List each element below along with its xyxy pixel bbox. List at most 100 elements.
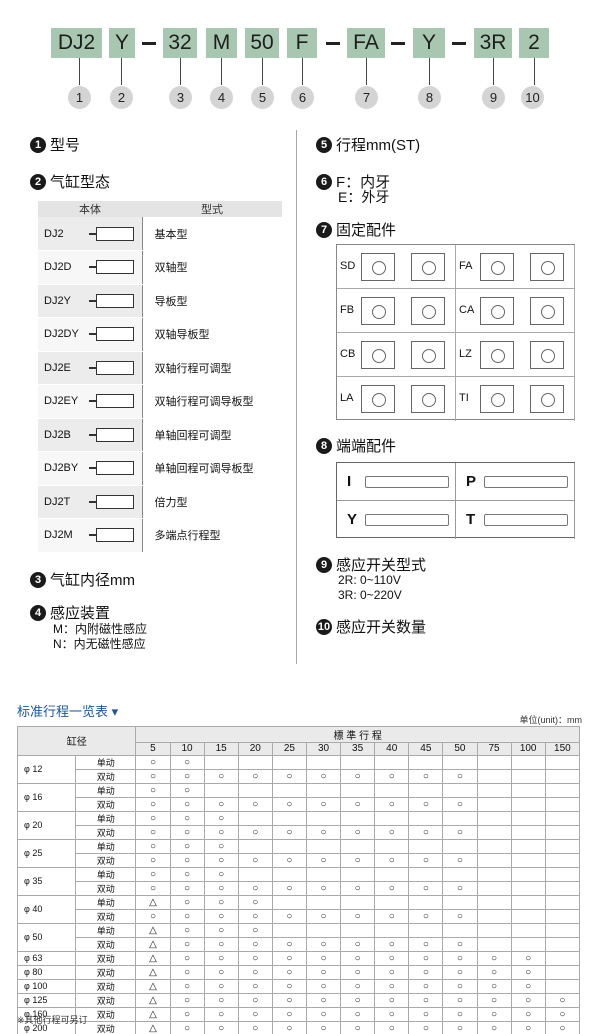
mark-cell [374, 894, 410, 910]
stroke-col: 45 [408, 742, 444, 756]
mark-cell: ○ [203, 810, 239, 826]
stroke-table-title[interactable]: 标准行程一览表 ▾ [17, 704, 119, 719]
cylinder-icon [88, 293, 134, 308]
action-cell: 双动 [75, 796, 137, 812]
table-row: 双动○○○○○○○○○○ [18, 908, 581, 924]
mark-cell: ○ [442, 768, 478, 784]
sensor-option-m: M：内附磁性感应 [53, 622, 147, 636]
cylinder-icon [88, 494, 134, 509]
mark-cell: △ [135, 964, 171, 980]
mark-cell [476, 768, 512, 784]
mark-cell: ○ [271, 936, 307, 952]
mark-cell [476, 922, 512, 938]
mark-cell [510, 838, 546, 854]
mark-cell [271, 838, 307, 854]
action-cell: 单动 [75, 838, 137, 854]
mark-cell [305, 782, 342, 798]
table-row: 双动○○○○○○○○○○ [18, 796, 581, 812]
mark-cell: ○ [544, 1020, 581, 1034]
mark-cell [305, 922, 342, 938]
bore-cell: φ 125 [16, 992, 77, 1008]
mark-cell [340, 838, 376, 854]
switch-option-3r: 3R: 0~220V [338, 588, 402, 602]
mark-cell: ○ [135, 810, 171, 826]
mark-cell: ○ [340, 796, 376, 812]
mark-cell: ○ [305, 950, 342, 966]
code-number: 7 [355, 86, 378, 109]
mark-cell [408, 782, 444, 798]
action-cell: 双动 [75, 1020, 137, 1034]
mark-cell: ○ [271, 796, 307, 812]
action-cell: 双动 [75, 978, 137, 994]
mark-cell: ○ [169, 824, 205, 840]
action-cell: 双动 [75, 936, 137, 952]
mark-cell: ○ [169, 866, 205, 882]
code-number: 2 [110, 86, 133, 109]
mark-cell: ○ [135, 866, 171, 882]
mark-cell: ○ [237, 908, 273, 924]
action-cell: 双动 [75, 852, 137, 868]
mark-cell [237, 810, 273, 826]
mark-cell: ○ [340, 908, 376, 924]
mark-cell [271, 922, 307, 938]
stroke-col: 150 [544, 742, 581, 756]
mark-cell: ○ [442, 992, 478, 1008]
mark-cell: ○ [476, 964, 512, 980]
mark-cell: ○ [408, 908, 444, 924]
mark-cell [476, 908, 512, 924]
thread-option-e: E：外牙 [338, 189, 390, 205]
mark-cell [237, 754, 273, 770]
mark-cell [305, 754, 342, 770]
mark-cell: ○ [135, 852, 171, 868]
mark-cell [510, 810, 546, 826]
mark-cell: ○ [305, 908, 342, 924]
mount-ca: CA [456, 289, 575, 333]
mount-la: LA [337, 377, 456, 421]
mark-cell [510, 866, 546, 882]
mark-cell [305, 810, 342, 826]
cylinder-icon [88, 394, 134, 409]
mark-cell: ○ [203, 908, 239, 924]
mark-cell: ○ [340, 992, 376, 1008]
mark-cell: ○ [408, 978, 444, 994]
mark-cell [510, 922, 546, 938]
code-seg-9: 3R [474, 28, 512, 58]
mark-cell [203, 782, 239, 798]
mark-cell [374, 838, 410, 854]
mark-cell: ○ [271, 950, 307, 966]
mark-cell: ○ [271, 992, 307, 1008]
table-row: 双动○○○○○○○○○○ [18, 880, 581, 896]
mark-cell: ○ [237, 796, 273, 812]
mark-cell [544, 950, 581, 966]
mark-cell [237, 866, 273, 882]
mark-cell: ○ [135, 824, 171, 840]
mark-cell: ○ [203, 922, 239, 938]
mark-cell: △ [135, 936, 171, 952]
mark-cell [442, 922, 478, 938]
mark-cell: ○ [408, 936, 444, 952]
mark-cell: ○ [271, 852, 307, 868]
mark-cell: ○ [169, 978, 205, 994]
mark-cell [476, 754, 512, 770]
mark-cell: ○ [169, 796, 205, 812]
mark-cell: ○ [510, 1020, 546, 1034]
mark-cell: ○ [374, 824, 410, 840]
stroke-col: 40 [374, 742, 410, 756]
code-dash [326, 42, 340, 45]
stroke-col: 5 [135, 742, 171, 756]
stroke-col: 50 [442, 742, 478, 756]
mark-cell: ○ [237, 880, 273, 896]
